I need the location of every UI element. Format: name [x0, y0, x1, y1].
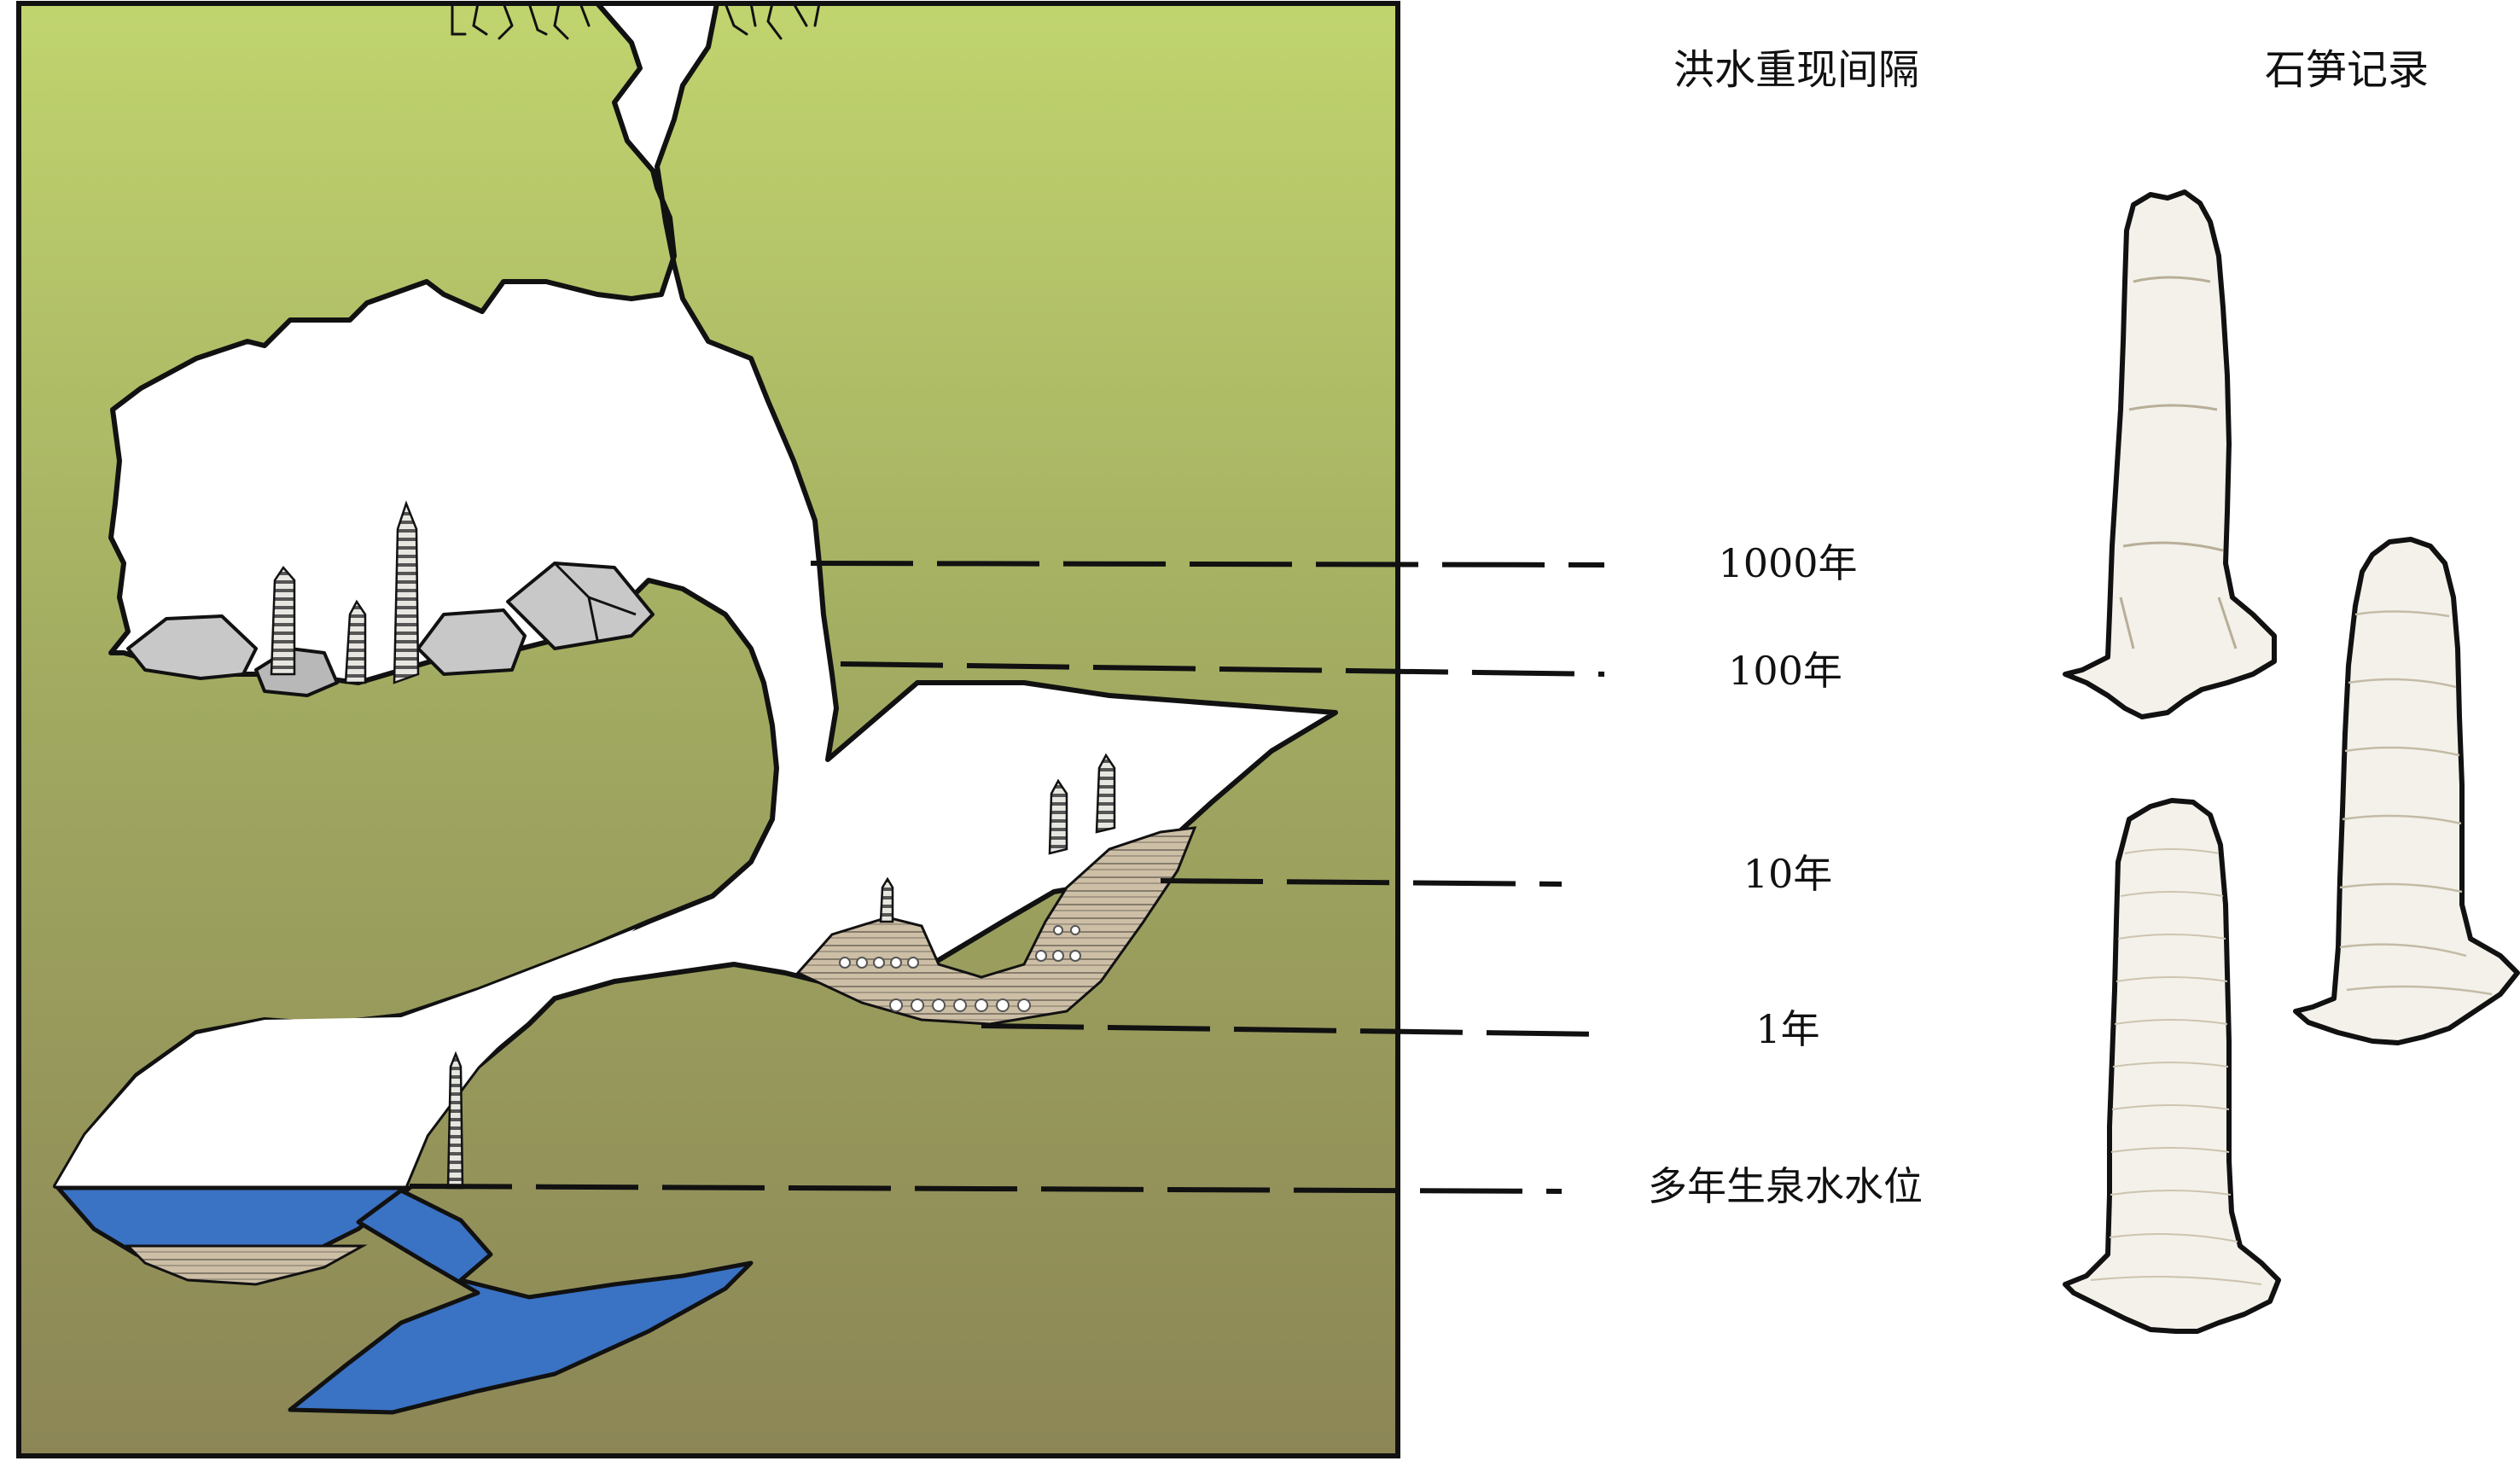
stalagmite [344, 599, 367, 684]
flood-level-lines [409, 561, 1605, 1194]
stalagmite-record-2 [2293, 537, 2520, 1045]
level-label-1000: 1000年 [1718, 540, 1857, 586]
level-line-100 [840, 661, 1605, 677]
stalagmite [879, 876, 894, 923]
lower-sediment [125, 1244, 368, 1286]
level-line-spring [409, 1184, 1563, 1194]
sediment-bank [795, 826, 1197, 1026]
stalagmite [393, 500, 420, 684]
level-line-1 [981, 1023, 1605, 1037]
level-label-100: 100年 [1728, 648, 1842, 694]
stalagmite [1048, 778, 1068, 855]
stalagmite [1095, 753, 1116, 834]
boulder [416, 608, 527, 676]
level-line-1000 [810, 561, 1605, 568]
pebble-row [839, 925, 1081, 1012]
header-stalagmite-record: 石笋记录 [2265, 46, 2429, 94]
stalagmite-record-1 [2063, 189, 2277, 719]
header-flood-interval: 洪水重现间隔 [1673, 46, 1919, 94]
level-label-1: 1年 [1755, 1006, 1819, 1052]
level-label-spring: 多年生泉水水位 [1648, 1163, 1923, 1209]
stalagmite [270, 565, 296, 676]
boulder [126, 614, 258, 680]
stalagmite-records [2063, 189, 2520, 1334]
water-conduit [288, 1188, 754, 1415]
stalagmite [446, 1051, 464, 1190]
level-line-10 [1160, 878, 1563, 887]
cave-passages [53, 1, 1338, 1189]
boulders [126, 562, 655, 697]
level-label-10: 10年 [1743, 851, 1833, 897]
spring-water [53, 1185, 754, 1415]
roots [451, 2, 821, 40]
cave-stalagmites [270, 500, 1116, 1190]
stalagmite-record-3 [2063, 798, 2281, 1334]
lower-chamber [55, 928, 636, 1186]
middle-sediments [795, 826, 1197, 1026]
